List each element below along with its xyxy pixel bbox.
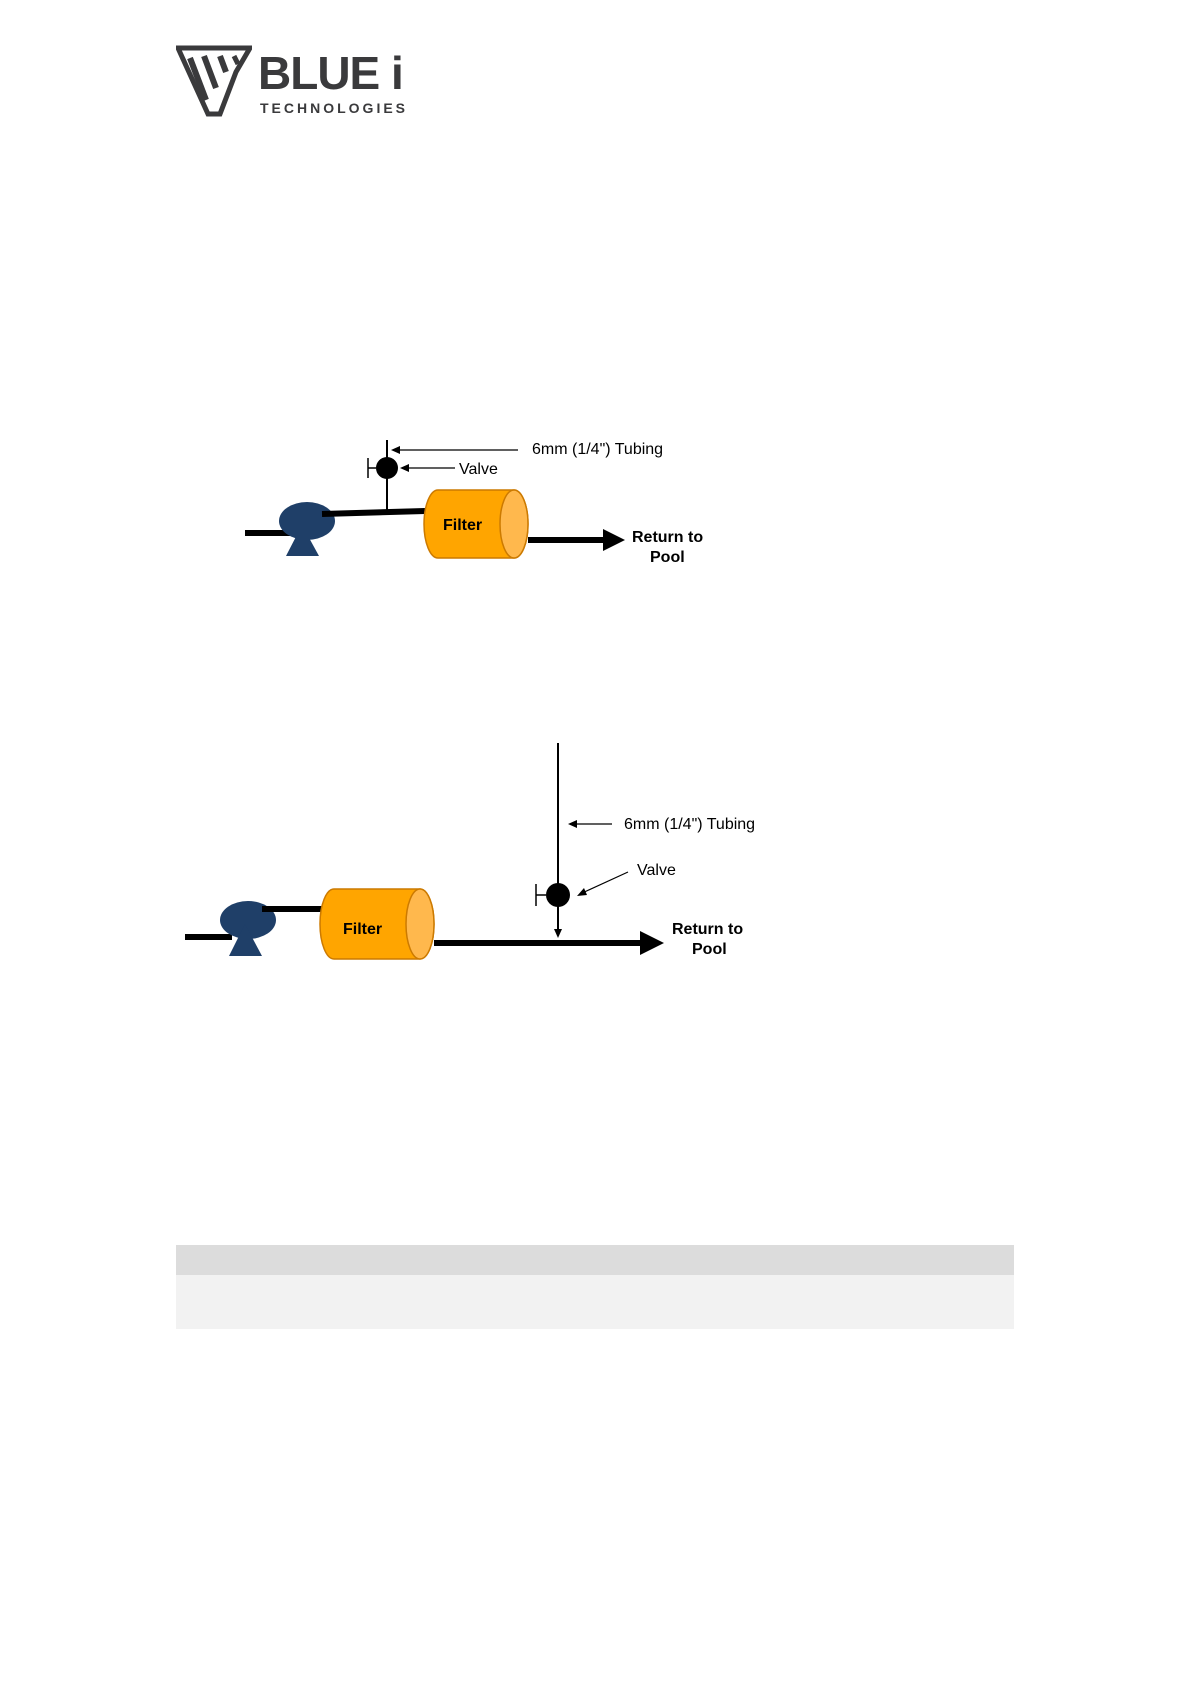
logo-tagline: TECHNOLOGIES bbox=[260, 100, 408, 116]
filter-label: Filter bbox=[443, 517, 482, 534]
valve-pointer bbox=[577, 872, 628, 896]
valve-label: Valve bbox=[637, 862, 676, 879]
valve-icon bbox=[368, 457, 398, 479]
return-label-line1: Return to bbox=[632, 529, 703, 546]
valve-label: Valve bbox=[459, 461, 498, 478]
table-body-row bbox=[176, 1275, 1014, 1329]
return-label-line2: Pool bbox=[692, 941, 727, 958]
pump-icon bbox=[279, 502, 335, 556]
return-arrow bbox=[434, 931, 664, 955]
valve-pointer bbox=[400, 464, 455, 472]
logo-wordmark: BLUE i bbox=[258, 50, 403, 96]
tubing-pointer bbox=[568, 820, 612, 828]
return-label-line1: Return to bbox=[672, 921, 743, 938]
table-header-row bbox=[176, 1245, 1014, 1275]
shield-icon bbox=[176, 44, 252, 118]
valve-icon bbox=[536, 883, 570, 907]
tubing-label: 6mm (1/4") Tubing bbox=[624, 816, 755, 833]
installation-diagram-2: Filter Return to Pool 6mm (1/4") Tubing … bbox=[180, 735, 780, 965]
company-logo: BLUE i TECHNOLOGIES bbox=[176, 40, 416, 120]
return-label-line2: Pool bbox=[650, 549, 685, 566]
return-arrow bbox=[528, 529, 625, 551]
installation-diagram-1: Filter Return to Pool 6mm (1/4") Tubing … bbox=[240, 430, 760, 580]
pump-to-filter-pipe bbox=[322, 511, 425, 514]
filter-label: Filter bbox=[343, 921, 382, 938]
tubing-pointer bbox=[391, 446, 518, 454]
tubing-label: 6mm (1/4") Tubing bbox=[532, 441, 663, 458]
tubing-arrowhead bbox=[554, 929, 562, 938]
